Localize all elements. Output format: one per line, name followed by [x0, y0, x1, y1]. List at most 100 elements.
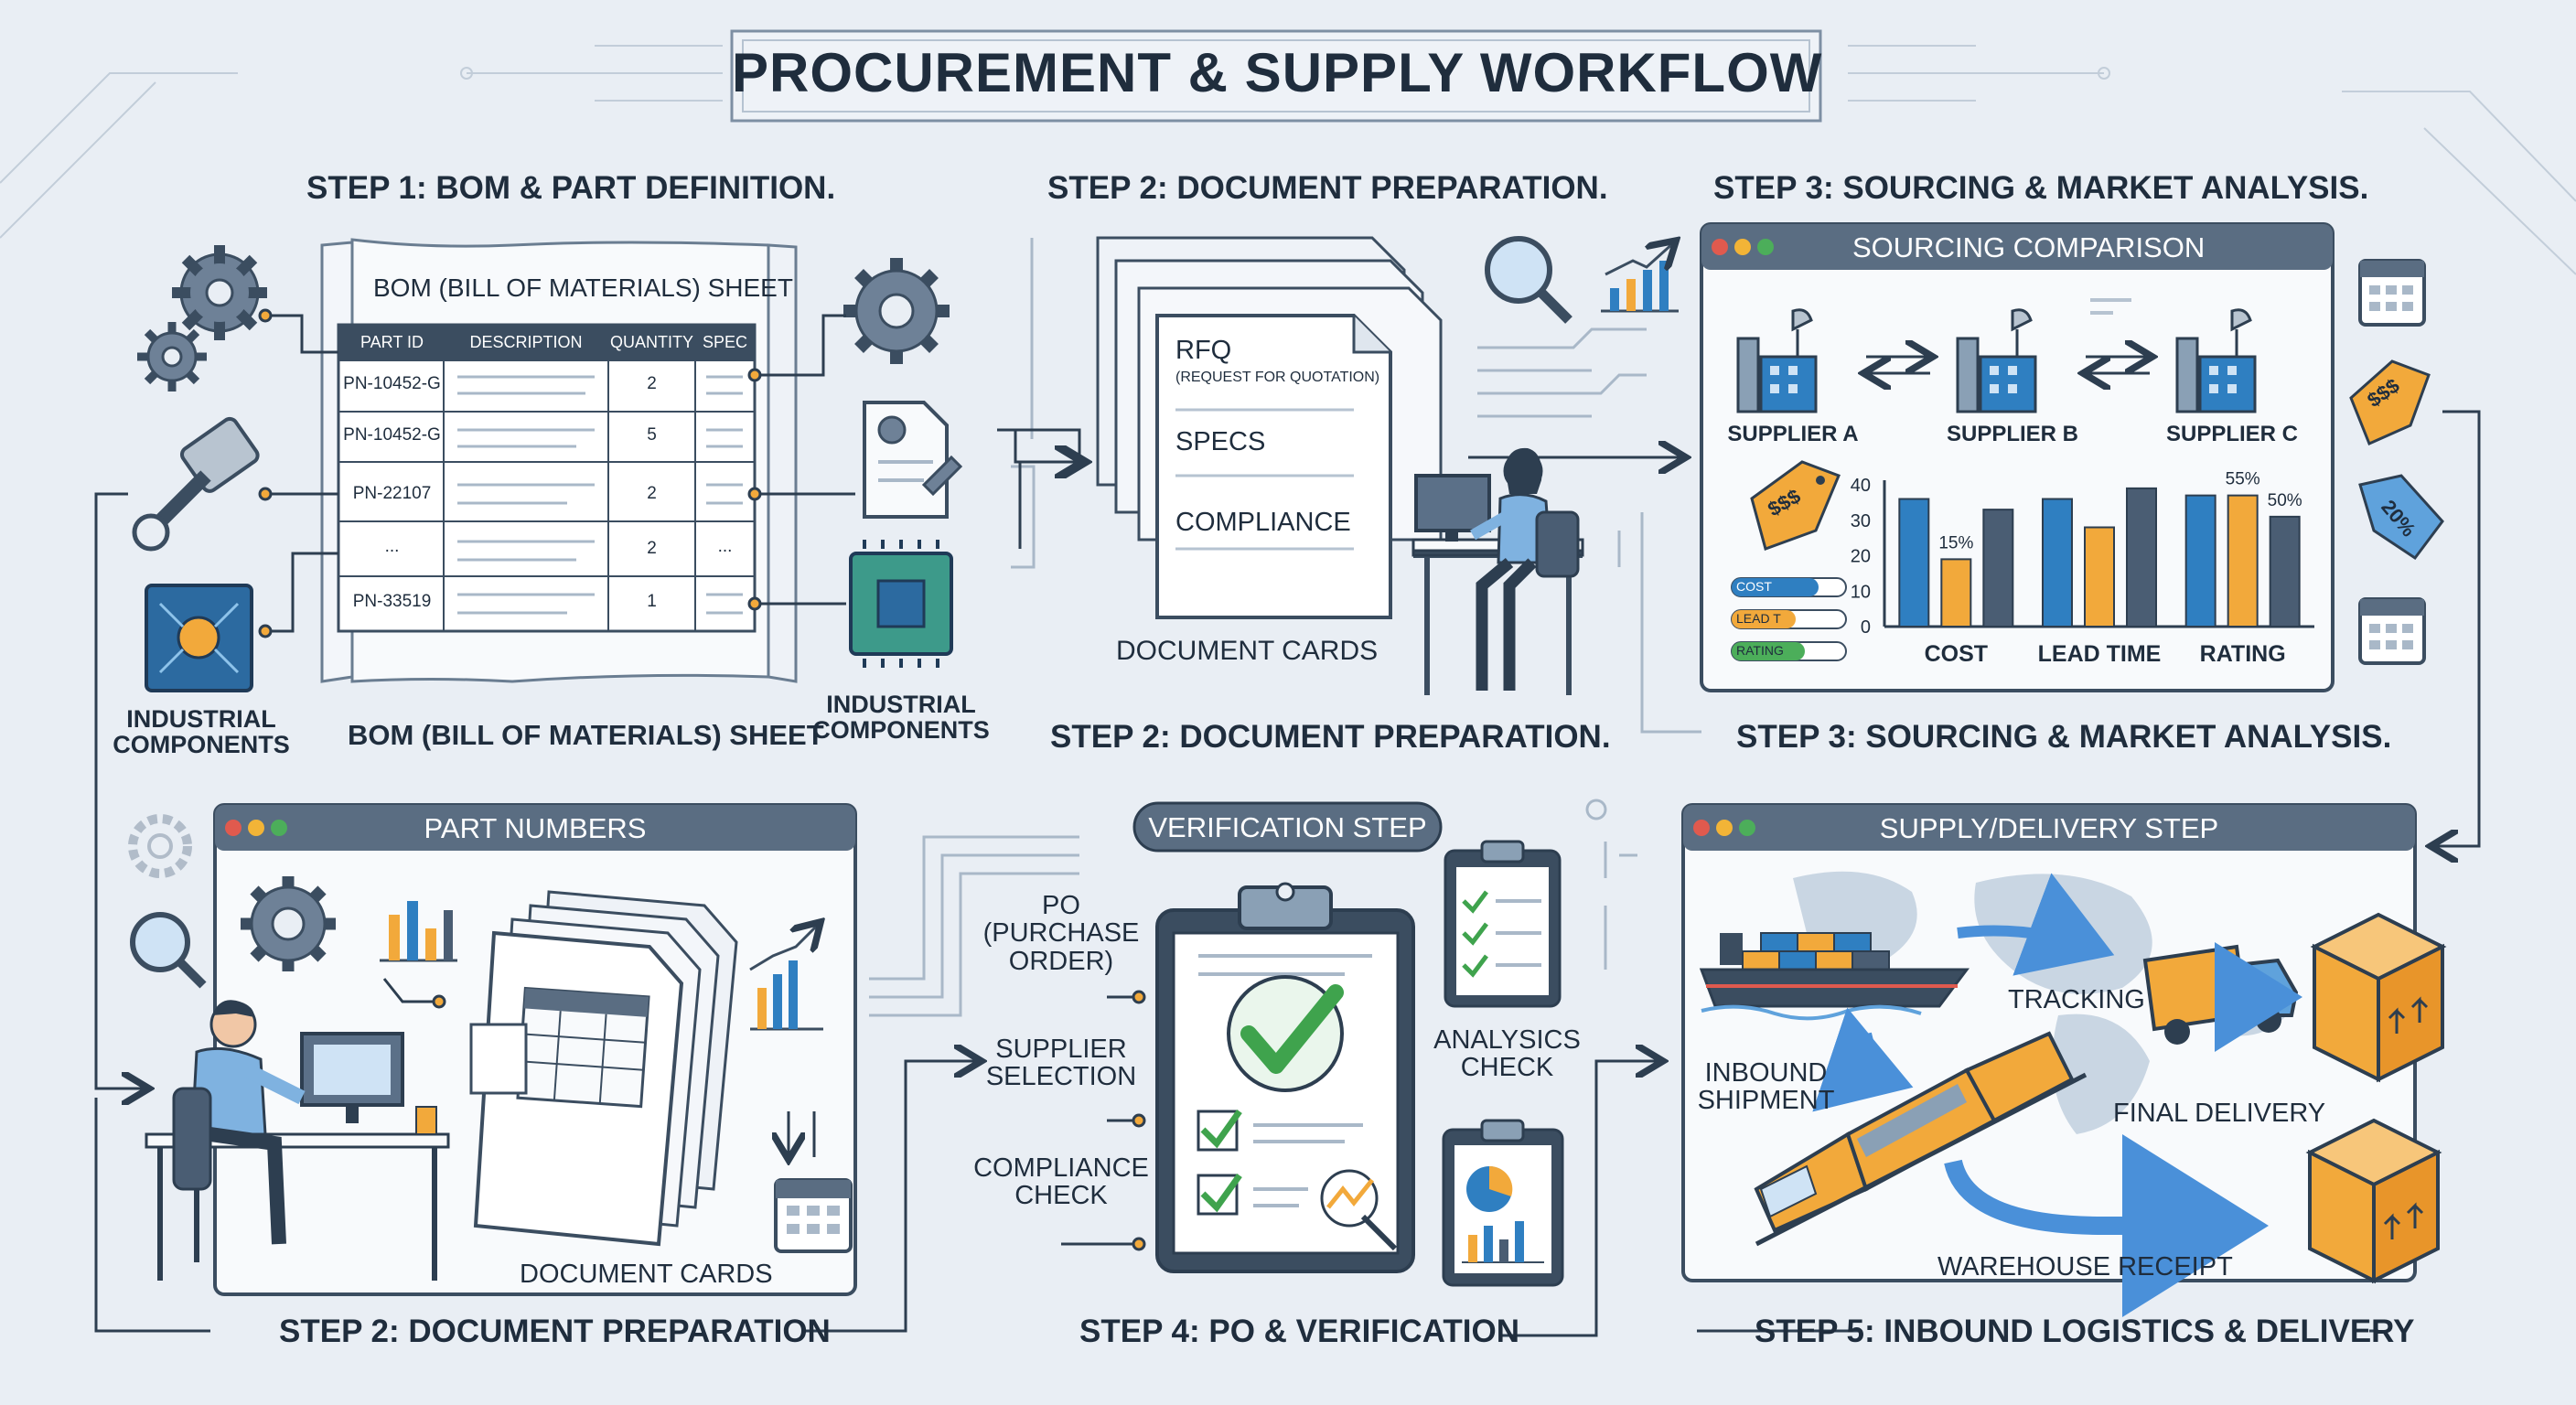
supplier-building-c	[2175, 308, 2257, 413]
gear-icon-large	[172, 245, 267, 340]
logistics-arrows	[1812, 873, 2302, 1317]
bom-header-description: DESCRIPTION	[469, 333, 583, 351]
supplier-building-a	[1736, 308, 1818, 413]
document-cards-caption-top: DOCUMENT CARDS	[1116, 636, 1379, 666]
price-tag-icon-right	[2349, 359, 2431, 446]
bom-header-quantity: QUANTITY	[609, 333, 693, 351]
compliance-check-label: COMPLIANCE CHECK	[973, 1153, 1149, 1211]
chart-bar	[2126, 487, 2157, 627]
person-at-desk-top	[1411, 447, 1584, 695]
supply-delivery-title: SUPPLY/DELIVERY STEP	[1879, 812, 2219, 844]
title-box	[730, 29, 1822, 123]
bom-quantity: 2	[647, 374, 657, 393]
rfq-label: RFQ	[1175, 336, 1232, 365]
chip-icon-left	[145, 584, 253, 692]
supplier-selection-label: SUPPLIER SELECTION	[985, 1035, 1137, 1092]
legend-cost: COST	[1736, 579, 1772, 594]
legend-rating: RATING	[1736, 643, 1784, 658]
sourcing-panel-title: SOURCING COMPARISON	[1852, 231, 2206, 263]
step2b-connectors	[94, 428, 1079, 1333]
step4-caption: STEP 4: PO & VERIFICATION	[1079, 1314, 1519, 1349]
gear-icon-bottom	[241, 876, 336, 971]
bom-sheet	[320, 238, 798, 683]
discount-tag-icon	[2358, 474, 2444, 561]
step1-connectors	[258, 308, 855, 638]
clipboard	[1155, 882, 1415, 1273]
inbound-shipment-label: INBOUND SHIPMENT	[1697, 1058, 1835, 1116]
train	[1754, 1031, 2088, 1247]
rfq-subtitle: (REQUEST FOR QUOTATION)	[1175, 370, 1380, 385]
chart-data-label: 55%	[2226, 470, 2260, 489]
text-lines-icon	[2090, 298, 2131, 315]
chart-y-tick-label: 10	[1851, 582, 1871, 602]
step2-heading: STEP 2: DOCUMENT PREPARATION.	[1047, 170, 1608, 206]
bom-header-part-id: PART ID	[360, 333, 424, 351]
document-cards-caption-bottom: DOCUMENT CARDS	[520, 1260, 773, 1289]
industrial-components-left: INDUSTRIAL COMPONENTS	[113, 705, 290, 759]
final-delivery-label: FINAL DELIVERY	[2113, 1099, 2326, 1128]
chart-bar	[1940, 558, 1972, 627]
faint-gear-icon	[128, 814, 192, 878]
analytics-clipboard	[1442, 1119, 1564, 1287]
magnifier-icon-bottom	[130, 912, 207, 989]
supplier-b-label: SUPPLIER B	[1946, 422, 2079, 446]
step2-connectors	[1011, 238, 1683, 569]
bom-part-id: PN-10452-G	[343, 425, 441, 445]
industrial-components-right: INDUSTRIAL COMPONENTS	[812, 691, 990, 745]
checklist-clipboard	[1444, 840, 1562, 1008]
page-title: PROCUREMENT & SUPPLY WORKFLOW	[732, 42, 1823, 103]
step4-connectors	[1061, 799, 1660, 1337]
price-tag-icon-panel	[1750, 460, 1841, 551]
chart-x-category-label: RATING	[2200, 641, 2286, 667]
mini-bar-chart-icon	[380, 901, 457, 962]
bom-sheet-caption: BOM (BILL OF MATERIALS) SHEET	[348, 719, 824, 751]
chart-x-category-label: LEAD TIME	[2038, 641, 2162, 667]
tracking-label: TRACKING	[2008, 985, 2145, 1014]
chart-data-label: 50%	[2268, 491, 2302, 510]
calendar-icon-right-bottom	[2358, 597, 2426, 665]
chip-icon-right	[849, 540, 953, 668]
analytics-check-label: ANALYSICS CHECK	[1433, 1025, 1581, 1083]
chart-bar	[2227, 494, 2259, 627]
document-stack-bottom	[469, 890, 738, 1247]
step3-connectors	[1617, 410, 2481, 846]
step1-heading: STEP 1: BOM & PART DEFINITION.	[306, 170, 836, 206]
chart-bar	[1982, 509, 2014, 627]
chart-bar	[2269, 515, 2301, 627]
bom-spec: ...	[717, 537, 733, 556]
bom-sheet-title: BOM (BILL OF MATERIALS) SHEET	[373, 273, 793, 302]
bom-header-spec: SPEC	[702, 333, 748, 351]
package-box-top	[2310, 912, 2447, 1083]
chart-bar	[1898, 498, 1930, 627]
specs-label: SPECS	[1175, 427, 1266, 456]
person-at-desk-bottom	[145, 1000, 450, 1281]
document-gear-icon	[863, 401, 963, 519]
background-decoration	[0, 45, 2576, 275]
step3-caption: STEP 3: SOURCING & MARKET ANALYSIS.	[1736, 719, 2392, 755]
chart-bar	[2184, 494, 2216, 627]
legend-lead-time: LEAD T	[1736, 611, 1781, 626]
chart-y-tick-label: 30	[1851, 511, 1871, 531]
calendar-icon-right-top	[2358, 259, 2426, 327]
trend-chart-icon-bottom	[749, 924, 823, 1031]
step5-caption: STEP 5: INBOUND LOGISTICS & DELIVERY	[1755, 1314, 2415, 1349]
chart-y-tick-label: 20	[1851, 547, 1871, 567]
bom-quantity: 2	[647, 539, 657, 558]
bom-part-id: ...	[384, 537, 400, 556]
bom-part-id: PN-33519	[352, 592, 432, 611]
part-numbers-title: PART NUMBERS	[424, 812, 647, 844]
gear-icon-small	[137, 322, 207, 391]
chart-bar	[2042, 498, 2073, 627]
trend-chart-icon-top	[1601, 242, 1679, 313]
piston-icon	[132, 416, 260, 552]
verification-step-title: VERIFICATION STEP	[1148, 811, 1427, 843]
po-label: PO (PURCHASE ORDER)	[982, 891, 1140, 976]
bom-quantity: 5	[647, 425, 657, 445]
supplier-compare-arrows	[1866, 357, 2150, 373]
chart-bar	[2084, 526, 2115, 627]
warehouse-receipt-label: WAREHOUSE RECEIPT	[1937, 1252, 2233, 1282]
step3-heading: STEP 3: SOURCING & MARKET ANALYSIS.	[1713, 170, 2369, 206]
bom-part-id: PN-10452-G	[343, 374, 441, 393]
